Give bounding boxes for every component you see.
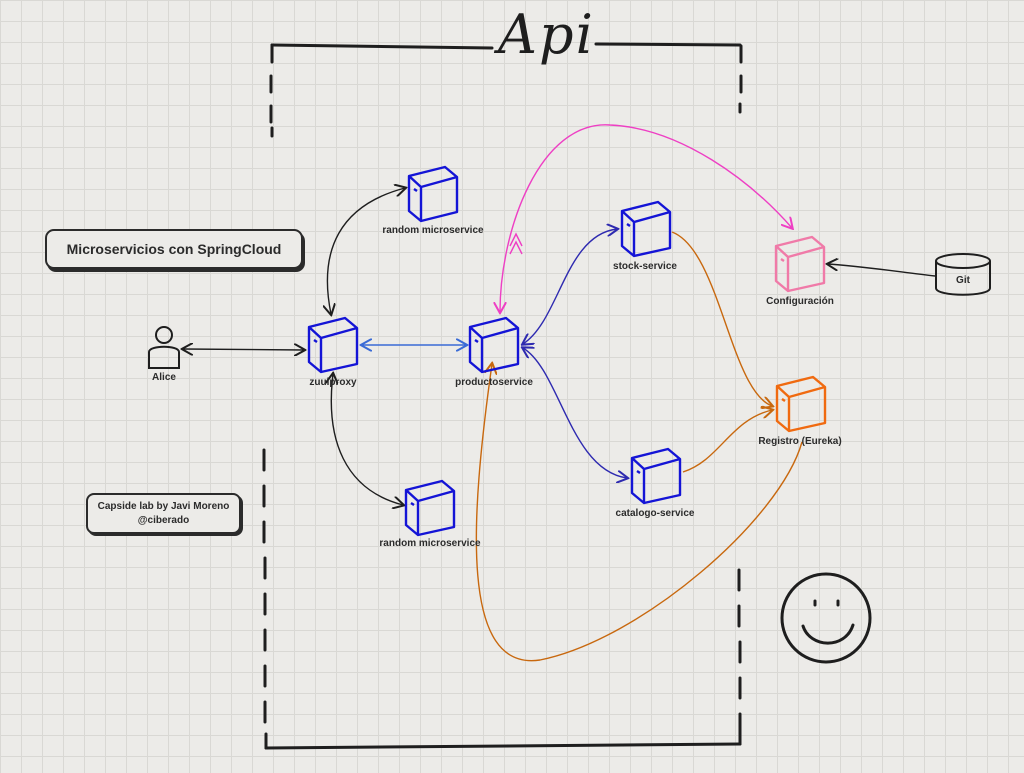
catalogo-server-icon [630,447,682,505]
credit-line-2: @ciberado [137,515,190,526]
catalogo-registro-link [682,410,772,473]
diagram-heading-note: Microservicios con SpringCloud [45,229,303,269]
random-top-label: random microservice [382,225,484,236]
zuulproxy-label: zuulproxy [309,377,357,388]
credit-note: Capside lab by Javi Moreno @ciberado [86,493,241,534]
catalogo-label: catalogo-service [615,508,695,519]
random-bottom-server-icon [404,479,456,537]
credit-line-1: Capside lab by Javi Moreno [97,501,230,512]
producto-catalogo-link [523,348,627,478]
producto-stock-link [523,229,617,344]
configuracion-label: Configuración [766,296,834,307]
registro-server-icon [775,375,827,433]
stock-registro-link [671,231,772,406]
stock-label: stock-service [613,261,677,272]
stock-server-icon [620,200,672,258]
api-title: Api [498,3,595,66]
git-label: Git [956,275,970,286]
connections [183,124,936,662]
git-database-icon [935,253,991,296]
productoservice-server-icon [468,316,520,374]
productoservice-label: productoservice [455,377,533,388]
alice-zuul-link [183,349,304,350]
smiley-face-icon [780,572,872,664]
producto-config-link [500,124,792,312]
zuul-random-top-link [327,188,405,314]
heading-text: Microservicios con SpringCloud [66,241,282,257]
api-boundary [262,42,743,750]
zuul-random-bottom-link [331,374,403,505]
registro-label: Registro (Eureka) [758,436,842,447]
git-config-link [828,264,936,277]
alice-label: Alice [152,372,176,383]
configuracion-server-icon [774,235,826,293]
pink-stray-arrow [509,232,523,255]
registro-producto-link [475,364,803,662]
random-bottom-label: random microservice [379,538,481,549]
alice-user-icon [148,326,180,369]
zuulproxy-server-icon [307,316,359,374]
random-top-server-icon [407,165,459,223]
